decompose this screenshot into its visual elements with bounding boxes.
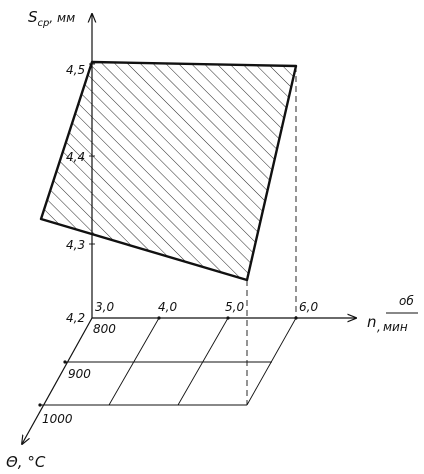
- projection-lines: [246, 66, 297, 405]
- x-axis-unit-top: об: [399, 294, 414, 308]
- response-surface-outline: [39, 60, 298, 282]
- z-tick-marks: [38, 360, 67, 407]
- y-axis-title: Sср, мм: [28, 8, 75, 29]
- response-surface: [41, 62, 296, 280]
- z-axis: [22, 317, 93, 444]
- y-tick-label-4-5: 4,5: [66, 63, 85, 77]
- y-tick-label-4-4: 4,4: [66, 150, 85, 164]
- x-axis-comma: ,: [377, 320, 381, 334]
- y-tick-label-4-3: 4,3: [66, 238, 85, 252]
- z-tick-label-900: 900: [68, 367, 91, 381]
- x-tick-label-3-0: 3,0: [95, 300, 114, 314]
- z-axis-title: Θ, °С: [6, 453, 46, 471]
- z-tick-label-800: 800: [93, 322, 116, 336]
- x-axis-unit-bottom: мин: [383, 320, 408, 334]
- z-tick-label-1000: 1000: [42, 412, 73, 426]
- x-tick-label-5-0: 5,0: [225, 300, 244, 314]
- y-tick-label-4-2: 4,2: [66, 311, 85, 325]
- x-tick-label-4-0: 4,0: [158, 300, 177, 314]
- base-grid: [40, 317, 297, 406]
- x-axis-symbol: n: [367, 313, 377, 331]
- x-tick-label-6-0: 6,0: [299, 300, 318, 314]
